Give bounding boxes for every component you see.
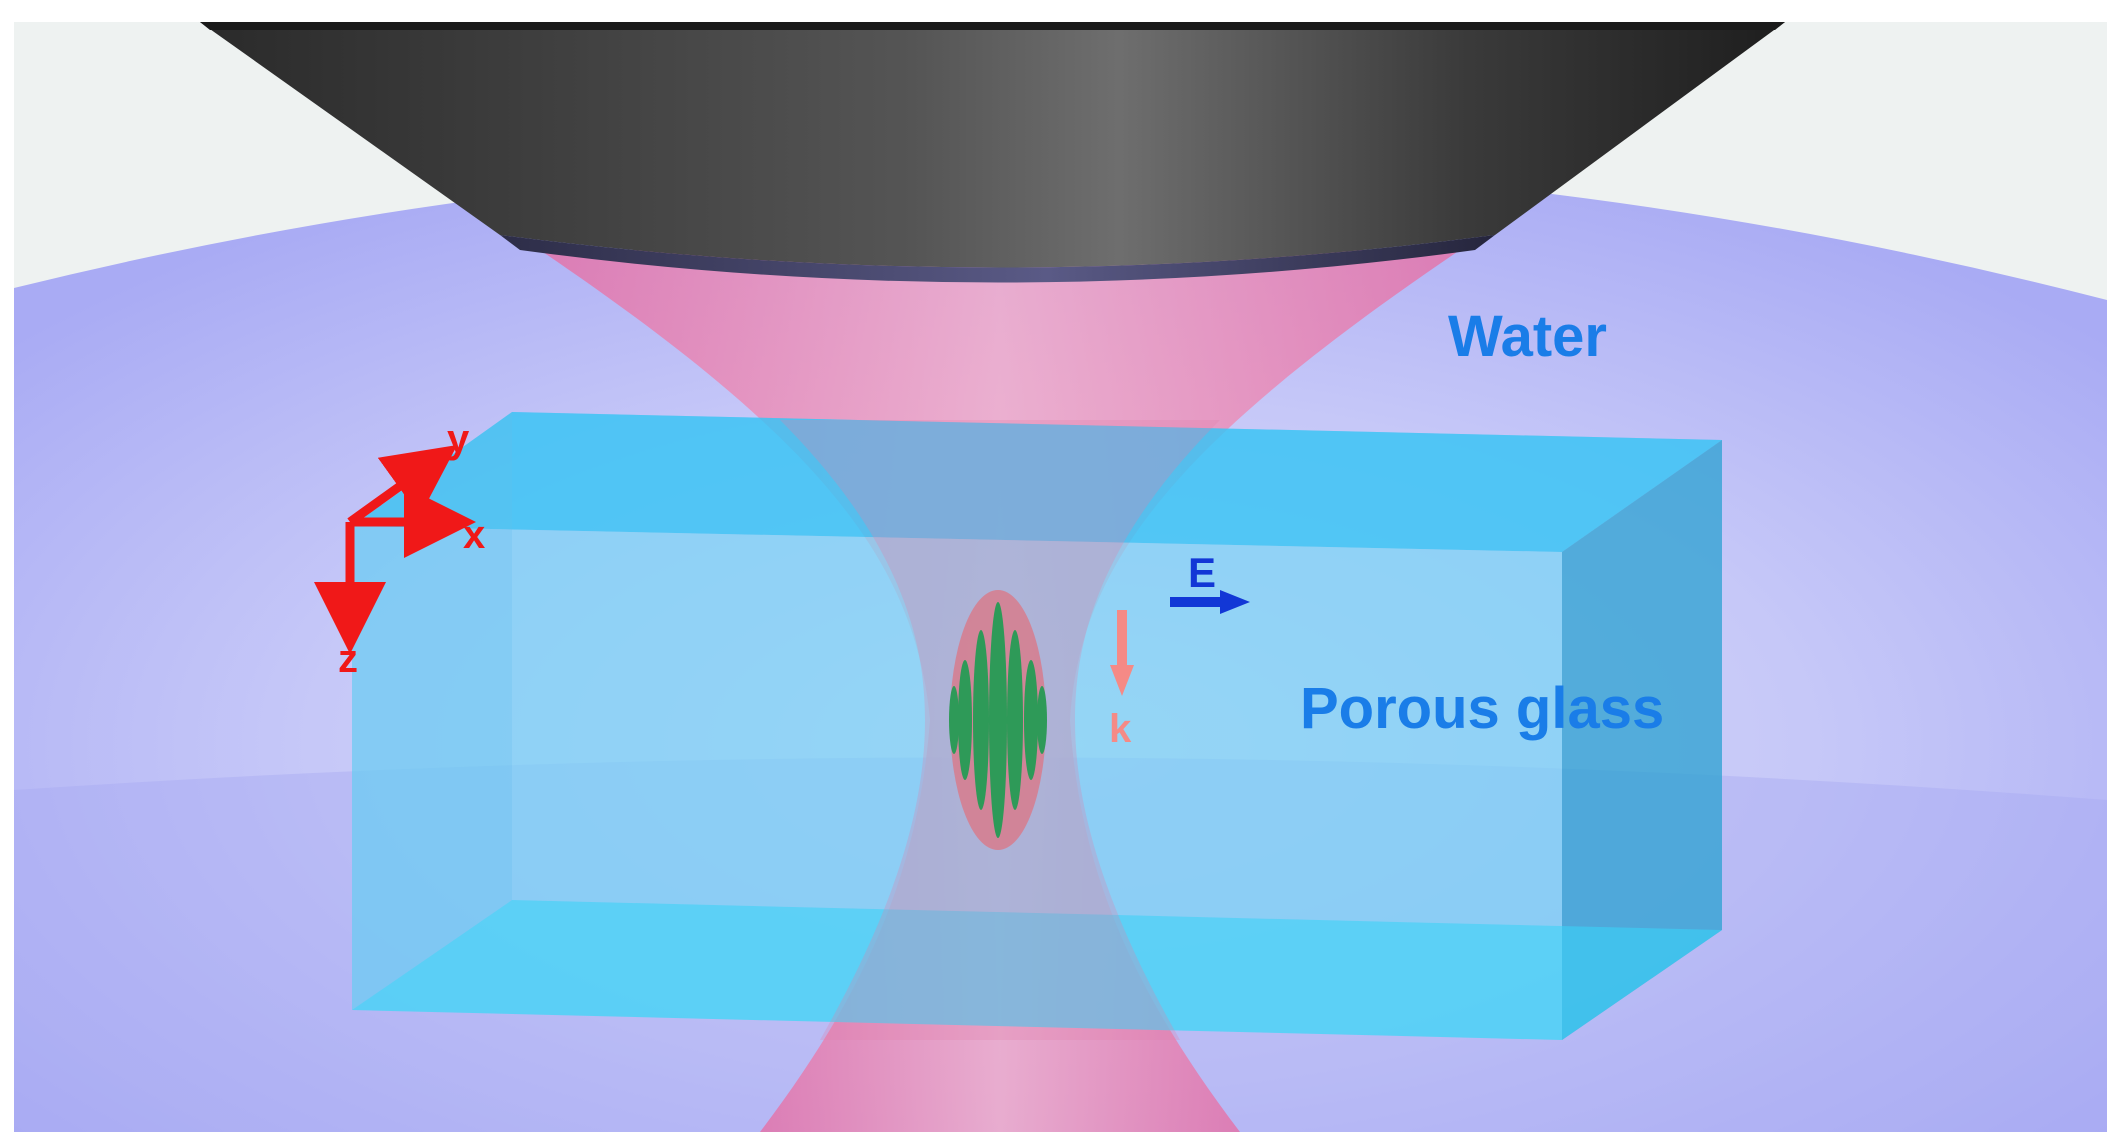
- axis-x-label: x: [463, 513, 485, 557]
- wave-k-label: k: [1109, 707, 1132, 751]
- field-e-arrow: [1170, 590, 1250, 614]
- coordinate-axes: [314, 445, 476, 654]
- wave-k-arrow: [1110, 610, 1134, 696]
- axis-y-label: y: [447, 417, 470, 461]
- microscope-objective-icon: [200, 22, 1785, 283]
- field-e-label: E: [1188, 549, 1216, 596]
- axis-z-label: z: [338, 637, 358, 681]
- y-axis-arrow: [347, 445, 458, 526]
- water-label: Water: [1448, 304, 1607, 369]
- porous-glass-label: Porous glass: [1300, 676, 1664, 741]
- porous-glass-block: [352, 412, 1722, 1040]
- interference-fringes-icon: [949, 590, 1047, 850]
